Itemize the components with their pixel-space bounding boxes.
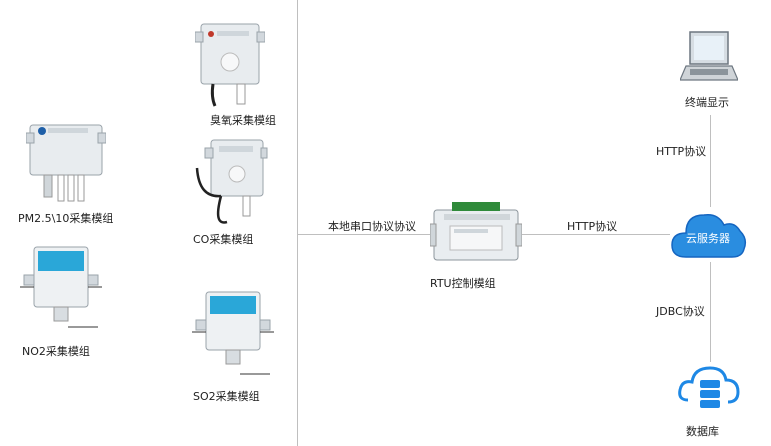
http-terminal-label: HTTP协议 — [656, 145, 707, 158]
database-label: 数据库 — [686, 425, 719, 438]
co-sensor-device — [193, 138, 268, 228]
pm-sensor-device — [26, 115, 106, 205]
so2-sensor-device — [192, 290, 274, 384]
database-icon — [678, 362, 740, 418]
ozone-sensor-label: 臭氧采集模组 — [210, 114, 276, 127]
link-http-rtu-line — [520, 234, 670, 235]
jdbc-label: JDBC协议 — [656, 305, 705, 318]
link-serial-line — [298, 234, 430, 235]
so2-sensor-label: SO2采集模组 — [193, 390, 260, 403]
no2-sensor-label: NO2采集模组 — [22, 345, 90, 358]
link-http-terminal-line — [710, 115, 711, 207]
serial-protocol-label: 本地串口协议协议 — [328, 220, 416, 233]
co-sensor-label: CO采集模组 — [193, 233, 254, 246]
rtu-device — [430, 198, 522, 268]
separator-line — [297, 0, 298, 446]
cloud-icon — [670, 205, 748, 263]
terminal-label: 终端显示 — [685, 96, 729, 109]
pm-sensor-label: PM2.5\10采集模组 — [18, 212, 114, 225]
laptop-icon — [680, 28, 738, 86]
no2-sensor-device — [20, 245, 102, 337]
rtu-label: RTU控制模组 — [430, 277, 496, 290]
cloud-label: 云服务器 — [686, 232, 730, 245]
ozone-sensor-device — [195, 22, 265, 108]
http-rtu-label: HTTP协议 — [567, 220, 618, 233]
link-jdbc-line — [710, 262, 711, 362]
